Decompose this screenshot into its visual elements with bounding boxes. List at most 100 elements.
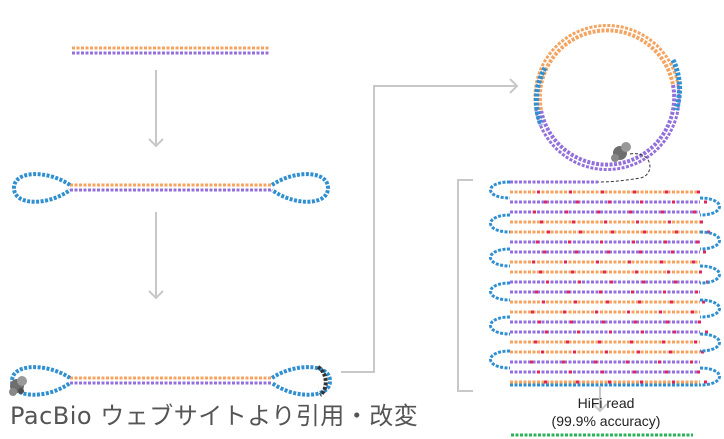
error-base-mark xyxy=(703,250,706,254)
error-base-mark xyxy=(597,210,600,214)
error-base-mark xyxy=(609,330,612,334)
circle-polymerase-icon xyxy=(611,142,631,162)
error-base-mark xyxy=(658,360,661,364)
down-arrow-1 xyxy=(148,70,164,148)
error-base-mark xyxy=(594,360,597,364)
error-base-mark xyxy=(567,290,570,294)
error-base-mark xyxy=(697,190,700,194)
subread-adapter-turn xyxy=(699,366,721,387)
error-base-mark xyxy=(605,350,608,354)
error-base-mark xyxy=(569,190,572,194)
error-base-mark xyxy=(641,330,644,334)
hifi-read-title: HiFi read xyxy=(577,395,635,411)
error-base-mark xyxy=(599,290,602,294)
primer-mark xyxy=(316,365,328,397)
error-base-mark xyxy=(635,270,638,274)
error-base-mark xyxy=(694,340,697,344)
subread-adapter-turn xyxy=(699,230,721,251)
error-base-mark xyxy=(569,370,572,374)
error-base-mark xyxy=(608,380,611,384)
circle-forward-strand xyxy=(537,28,675,111)
error-base-mark xyxy=(602,320,605,324)
error-base-mark xyxy=(692,260,695,264)
error-base-mark xyxy=(699,270,702,274)
error-base-mark xyxy=(572,220,575,224)
error-base-mark xyxy=(637,350,640,354)
bound-right-adapter xyxy=(270,365,333,397)
subread-adapter-turn xyxy=(699,332,721,353)
error-base-mark xyxy=(695,290,698,294)
error-base-mark xyxy=(642,280,645,284)
error-base-mark xyxy=(596,260,599,264)
error-base-mark xyxy=(672,380,675,384)
error-base-mark xyxy=(601,190,604,194)
error-base-mark xyxy=(531,310,534,314)
error-base-mark xyxy=(700,220,703,224)
error-base-mark xyxy=(632,240,635,244)
error-base-mark xyxy=(673,330,676,334)
error-base-mark xyxy=(573,350,576,354)
subread-adapter-turn xyxy=(489,349,511,370)
error-base-mark xyxy=(538,320,541,324)
error-base-mark xyxy=(603,270,606,274)
error-base-mark xyxy=(571,270,574,274)
left-hairpin-adapter xyxy=(11,172,72,204)
error-base-mark xyxy=(540,220,543,224)
error-base-mark xyxy=(698,320,701,324)
error-base-mark xyxy=(543,250,546,254)
error-base-mark xyxy=(707,230,710,234)
error-base-mark xyxy=(601,370,604,374)
error-base-mark xyxy=(669,350,672,354)
error-base-mark xyxy=(702,300,705,304)
error-base-mark xyxy=(544,380,547,384)
error-base-mark xyxy=(704,200,707,204)
polymerase-icon xyxy=(9,376,27,396)
error-base-mark xyxy=(565,210,568,214)
error-base-mark xyxy=(568,240,571,244)
polymerase-read-subreads xyxy=(489,180,721,387)
error-base-mark xyxy=(575,250,578,254)
circle-left-adapter xyxy=(533,66,548,126)
error-base-mark xyxy=(576,200,579,204)
error-base-mark xyxy=(639,250,642,254)
error-base-mark xyxy=(564,260,567,264)
error-base-mark xyxy=(629,210,632,214)
error-base-mark xyxy=(570,320,573,324)
circle-forward-strand-outer xyxy=(533,23,680,111)
error-base-mark xyxy=(574,300,577,304)
error-base-mark xyxy=(542,300,545,304)
error-base-mark xyxy=(671,250,674,254)
error-base-mark xyxy=(640,380,643,384)
error-base-mark xyxy=(541,350,544,354)
error-base-mark xyxy=(665,370,668,374)
error-base-mark xyxy=(563,310,566,314)
hifi-read-accuracy: (99.9% accuracy) xyxy=(551,413,661,429)
error-base-mark xyxy=(666,320,669,324)
error-base-mark xyxy=(566,340,569,344)
error-base-mark xyxy=(578,280,581,284)
linear-dna-insert xyxy=(72,46,270,55)
error-base-mark xyxy=(659,310,662,314)
subread-adapter-turn xyxy=(489,180,511,200)
error-base-mark xyxy=(675,230,678,234)
error-base-mark xyxy=(611,230,614,234)
error-base-mark xyxy=(579,230,582,234)
error-base-mark xyxy=(546,280,549,284)
nascent-read-dashed xyxy=(597,153,651,183)
error-base-mark xyxy=(696,240,699,244)
error-base-mark xyxy=(607,250,610,254)
right-hairpin-adapter xyxy=(270,172,331,204)
subread-adapter-turn xyxy=(489,315,511,336)
subread-adapter-turn xyxy=(699,264,721,285)
error-base-mark xyxy=(664,240,667,244)
error-base-mark xyxy=(537,190,540,194)
error-base-mark xyxy=(606,300,609,304)
error-base-mark xyxy=(633,370,636,374)
error-base-mark xyxy=(626,360,629,364)
error-base-mark xyxy=(667,270,670,274)
error-base-mark xyxy=(604,220,607,224)
subread-adapter-turn xyxy=(699,196,721,217)
error-base-mark xyxy=(631,290,634,294)
error-base-mark xyxy=(536,240,539,244)
